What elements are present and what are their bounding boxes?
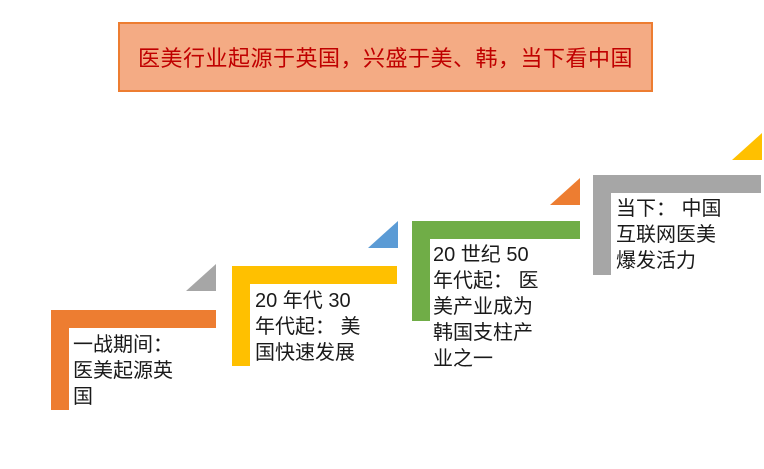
step-3-horizontal-bar: [412, 221, 580, 239]
step-2-line-3: 国快速发展: [255, 342, 355, 364]
step-3-line-1: 20 世纪 50: [433, 244, 529, 266]
step-4-line-3: 爆发活力: [616, 250, 696, 272]
step-4-vertical-bar: [593, 175, 611, 275]
step-4-line-2: 互联网医美: [616, 224, 716, 246]
step-3-triangle-icon: [550, 178, 580, 205]
step-2-triangle-icon: [368, 221, 398, 248]
step-1-line-2: 医美起源英: [73, 360, 173, 382]
step-1-vertical-bar: [51, 310, 69, 410]
step-4-label: 当下： 中国 互联网医美 爆发活力: [616, 196, 722, 274]
step-4-line-1: 当下： 中国: [616, 198, 722, 220]
title-box: 医美行业起源于英国，兴盛于美、韩，当下看中国: [118, 22, 653, 92]
step-2-line-2: 年代起： 美: [255, 316, 361, 338]
step-3-line-3: 美产业成为: [433, 296, 533, 318]
step-1-line-1: 一战期间：: [73, 334, 173, 356]
step-4-triangle-icon: [732, 133, 762, 160]
step-3-line-5: 业之一: [433, 348, 493, 370]
step-2-horizontal-bar: [232, 266, 397, 284]
step-1-horizontal-bar: [51, 310, 216, 328]
step-1-line-3: 国: [73, 386, 93, 408]
step-2-vertical-bar: [232, 266, 250, 366]
step-4-horizontal-bar: [593, 175, 761, 193]
step-1-triangle-icon: [186, 264, 216, 291]
step-3-line-4: 韩国支柱产: [433, 322, 533, 344]
step-3-line-2: 年代起： 医: [433, 270, 539, 292]
step-1-label: 一战期间： 医美起源英 国: [73, 332, 173, 410]
page-title: 医美行业起源于英国，兴盛于美、韩，当下看中国: [137, 46, 633, 71]
step-3-label: 20 世纪 50 年代起： 医 美产业成为 韩国支柱产 业之一: [433, 242, 539, 372]
step-2-label: 20 年代 30 年代起： 美 国快速发展: [255, 288, 361, 366]
step-2-line-1: 20 年代 30: [255, 290, 351, 312]
step-3-vertical-bar: [412, 221, 430, 321]
